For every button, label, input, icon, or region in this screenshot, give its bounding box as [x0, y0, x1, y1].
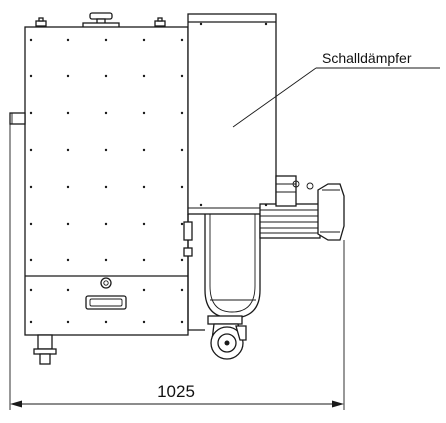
rivet-dot: [66, 148, 70, 152]
rivet-dot: [104, 74, 108, 78]
rivet-dot: [66, 320, 70, 324]
rivet-dot: [142, 320, 146, 324]
rivet-dot: [29, 74, 33, 78]
rivet-dot: [264, 203, 268, 207]
rivet-dot: [199, 203, 203, 207]
rivet-dot: [180, 288, 184, 292]
rivet-dot: [142, 222, 146, 226]
caster-wheel: [207, 315, 247, 360]
rivet-dot: [29, 148, 33, 152]
rivet-dot: [66, 74, 70, 78]
rivet-dot: [66, 222, 70, 226]
motor-blower: [259, 175, 345, 241]
rivet-dot: [264, 22, 268, 26]
rivet-dot: [104, 258, 108, 262]
main-cabinet: [9, 26, 189, 336]
rivet-dot: [104, 320, 108, 324]
rivet-dot: [29, 111, 33, 115]
rivet-dot: [66, 288, 70, 292]
foot: [33, 334, 57, 365]
rivet-dot: [66, 185, 70, 189]
rivet-dot: [180, 185, 184, 189]
rivet-dot: [142, 288, 146, 292]
rivet-dot: [142, 185, 146, 189]
dimension-overall-width: 1025: [9, 124, 345, 410]
pipe-assembly: [183, 213, 261, 331]
rivet-dot: [104, 148, 108, 152]
rivet-dot: [29, 258, 33, 262]
rivet-dot: [104, 185, 108, 189]
rivet-dot: [29, 38, 33, 42]
rivet-dot: [29, 222, 33, 226]
rivet-dot: [142, 38, 146, 42]
rivet-dot: [142, 258, 146, 262]
silencer-label: Schalldämpfer: [322, 50, 412, 66]
rivet-dot: [180, 148, 184, 152]
rivet-dot: [180, 222, 184, 226]
rivet-dot: [180, 111, 184, 115]
rivet-dot: [104, 222, 108, 226]
silencer-box: [187, 13, 277, 215]
rivet-dot: [142, 74, 146, 78]
rivet-dot: [66, 38, 70, 42]
rivet-dot: [142, 148, 146, 152]
rivet-dot: [180, 38, 184, 42]
rivet-dot: [142, 111, 146, 115]
rivet-dot: [66, 258, 70, 262]
rivet-dot: [66, 111, 70, 115]
rivet-dot: [199, 22, 203, 26]
rivet-dot: [180, 258, 184, 262]
rivet-dot: [29, 320, 33, 324]
dimension-label: 1025: [157, 382, 195, 401]
rivet-dot: [104, 111, 108, 115]
rivet-dot: [180, 74, 184, 78]
top-fittings: [35, 12, 166, 29]
rivet-dot: [104, 38, 108, 42]
rivet-dot: [180, 320, 184, 324]
silencer-callout: Schalldämpfer: [232, 50, 440, 128]
rivet-dot: [29, 185, 33, 189]
rivet-dot: [29, 288, 33, 292]
